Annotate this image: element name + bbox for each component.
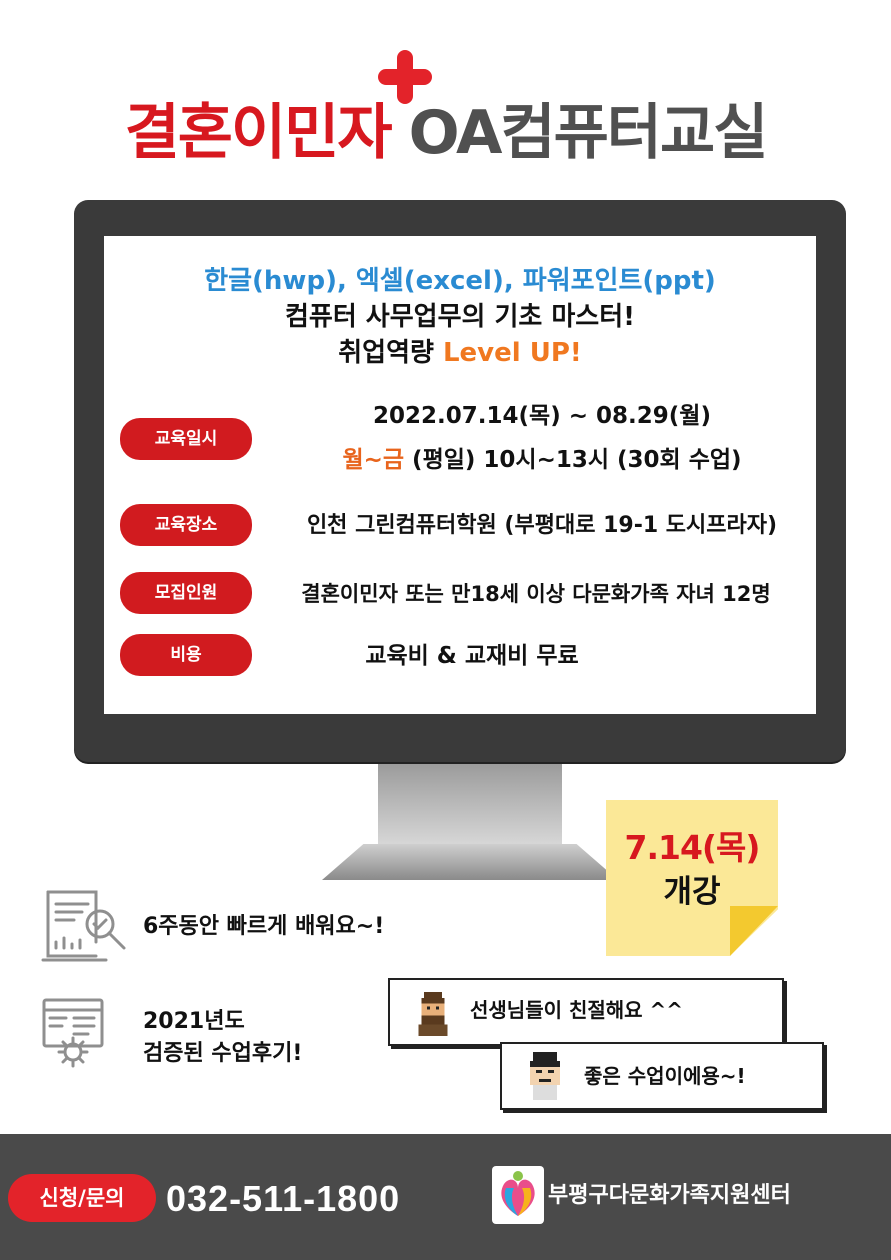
intro-programs: 한글(hwp), 엑셀(excel), 파워포인트(ppt) — [204, 266, 716, 296]
place-label: 교육장소 — [120, 504, 252, 546]
bearded-avatar-icon — [418, 992, 448, 1036]
cost-label: 비용 — [120, 634, 252, 676]
feature-verified-line1: 2021년도 — [143, 1009, 245, 1034]
apply-contact-badge: 신청/문의 — [8, 1174, 156, 1222]
browser-gear-icon — [42, 998, 104, 1068]
review-text-2: 좋은 수업이에용~! — [584, 1064, 746, 1088]
center-logo-icon — [492, 1166, 544, 1224]
document-search-icon — [41, 890, 126, 962]
recruit-value: 결혼이민자 또는 만18세 이상 다문화가족 자녀 12명 — [301, 582, 771, 606]
opening-date: 7.14(목) — [624, 828, 761, 867]
schedule-label: 교육일시 — [120, 418, 252, 460]
recruit-label: 모집인원 — [120, 572, 252, 614]
feature-fast-learning: 6주동안 빠르게 배워요~! — [143, 914, 385, 939]
monitor-neck — [378, 762, 562, 846]
schedule-hours: (평일) 10시~13시 (30회 수업) — [404, 447, 742, 473]
feature-verified-line2: 검증된 수업후기! — [143, 1041, 303, 1066]
center-name: 부평구다문화가족지원센터 — [548, 1183, 791, 1208]
intro-master: 컴퓨터 사무업무의 기초 마스터! — [285, 302, 635, 332]
plus-icon — [378, 50, 432, 104]
schedule-days: 월~금 — [342, 447, 405, 473]
review-text-1: 선생님들이 친절해요 ^^ — [470, 998, 684, 1022]
title-part2: OA컴퓨터교실 — [408, 98, 769, 168]
intro-levelup: 취업역량 Level UP! — [104, 335, 816, 371]
schedule-time: 월~금 (평일) 10시~13시 (30회 수업) — [268, 440, 816, 480]
intro-levelup-prefix: 취업역량 — [338, 338, 443, 368]
place-value: 인천 그린컴퓨터학원 (부평대로 19-1 도시프라자) — [306, 513, 778, 538]
title-part1: 결혼이민자 — [124, 98, 393, 168]
schedule-dates: 2022.07.14(목) ~ 08.29(월) — [373, 403, 711, 429]
intro-levelup-highlight: Level UP! — [442, 338, 582, 368]
monitor-base — [322, 844, 618, 880]
opening-label: 개강 — [663, 874, 721, 910]
cost-value: 교육비 & 교재비 무료 — [365, 643, 579, 669]
smiling-avatar-icon — [530, 1052, 560, 1100]
contact-phone[interactable]: 032-511-1800 — [166, 1178, 401, 1219]
